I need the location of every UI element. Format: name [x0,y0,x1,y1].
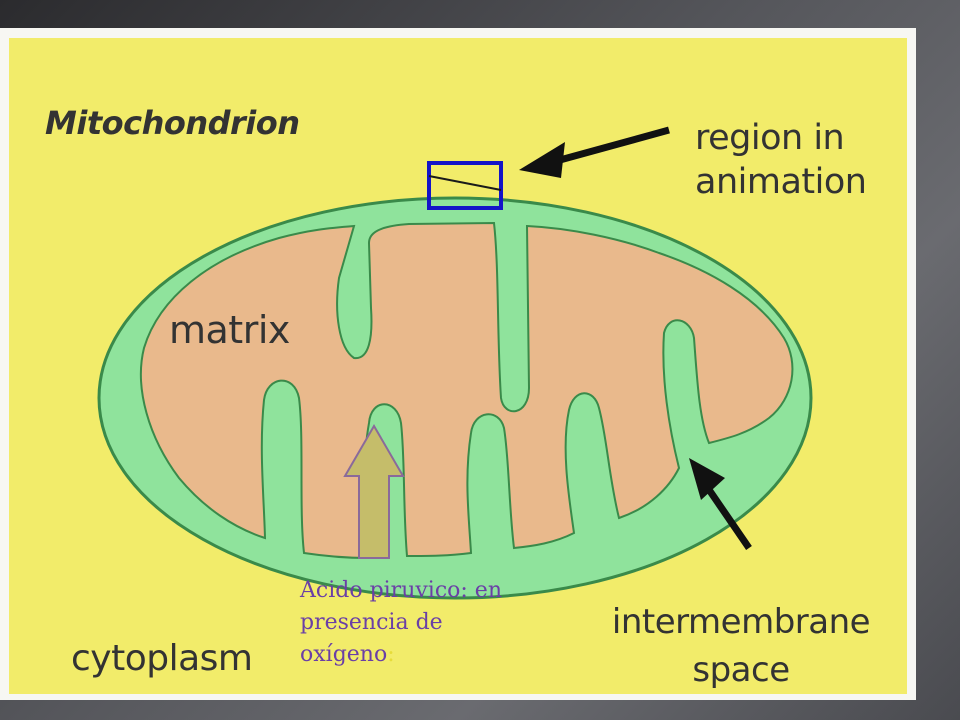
region-pointer-arrow [548,126,670,167]
slide-note: Acido piruvico: en presencia de oxígeno: [300,575,580,671]
up-arrow-shape [343,424,405,559]
matrix-cristae [140,221,794,560]
diagram-drawing [97,126,813,600]
membrane-segment [428,175,502,191]
animation-region-box [427,161,503,210]
cytoplasm-label: cytoplasm [71,638,253,679]
note-body: Acido piruvico: en presencia de oxígeno [300,578,502,667]
mitochondrion-diagram: Mitochondrion region in animation matrix… [9,38,907,694]
region-in-animation-label: region in animation [695,118,867,202]
note-colon: : [387,642,395,667]
intermembrane-space-label: intermembrane space [611,602,871,690]
intermembrane-arrowhead [689,458,725,500]
region-arrowhead [519,142,565,178]
matrix-label: matrix [169,308,290,352]
diagram-title: Mitochondrion [45,104,300,142]
